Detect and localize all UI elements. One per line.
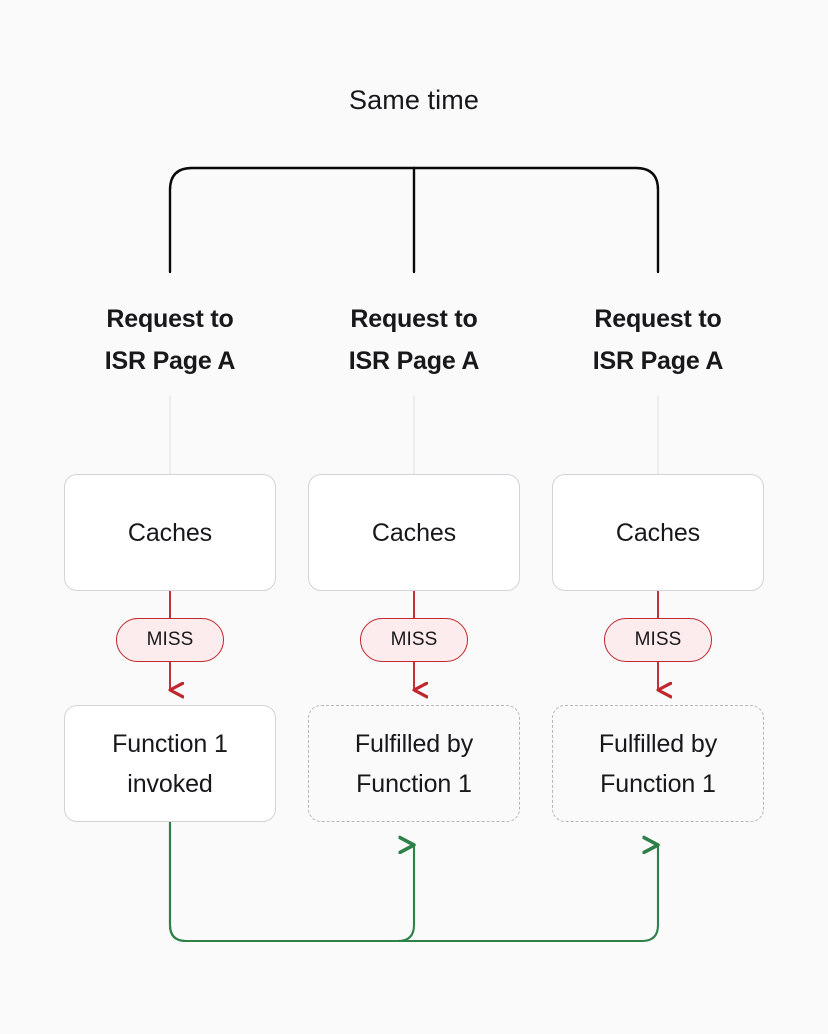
- function-node-3[interactable]: Fulfilled by Function 1: [552, 705, 764, 822]
- column-heading-2: Request to ISR Page A: [348, 305, 480, 375]
- column-heading-3: Request to ISR Page A: [592, 305, 724, 375]
- miss-badge-1: MISS: [116, 618, 224, 662]
- miss-badge-2: MISS: [360, 618, 468, 662]
- cache-node-1[interactable]: Caches: [64, 474, 276, 591]
- function-node-1[interactable]: Function 1 invoked: [64, 705, 276, 822]
- column-heading-1: Request to ISR Page A: [104, 305, 236, 375]
- fulfill-path-to-column-3: [168, 820, 658, 943]
- function-node-2[interactable]: Fulfilled by Function 1: [308, 705, 520, 822]
- cache-node-2[interactable]: Caches: [308, 474, 520, 591]
- cache-node-3[interactable]: Caches: [552, 474, 764, 591]
- miss-badge-3: MISS: [604, 618, 712, 662]
- same-time-bracket-outline: [168, 166, 660, 274]
- same-time-label: Same time: [349, 85, 479, 115]
- fulfill-path-to-column-2: [168, 820, 414, 943]
